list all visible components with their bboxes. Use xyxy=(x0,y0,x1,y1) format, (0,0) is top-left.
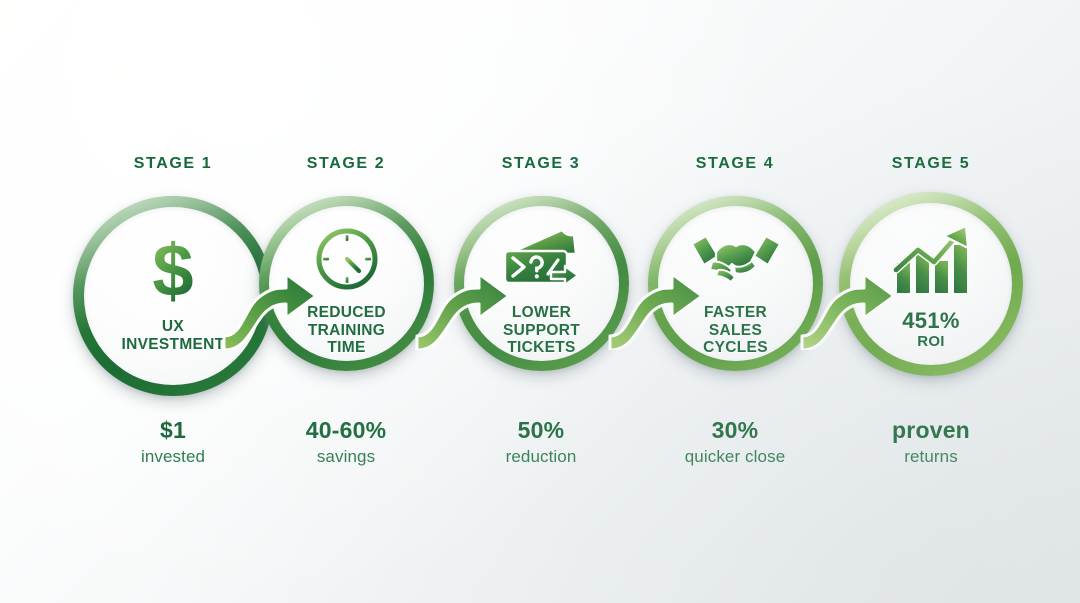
stage-4-text-line1: FASTER xyxy=(704,304,767,321)
stage-2-metric-caption: savings xyxy=(316,447,376,466)
stage-3-metric-value: 50% xyxy=(517,417,565,443)
stage-1-metric-value: $1 xyxy=(160,417,186,443)
arrow-4-to-5 xyxy=(800,240,910,355)
stage-4-metric-value: 30% xyxy=(711,417,759,443)
stage-4-circle-text: FASTER SALES CYCLES xyxy=(634,304,837,357)
stage-4-text-line2: SALES xyxy=(708,321,763,339)
stage-4-text-line3: CYCLES xyxy=(703,339,768,356)
support-ticket-icon xyxy=(454,224,629,294)
stage-5-text-line1: 451% xyxy=(902,308,960,333)
stage-2-circle-text: REDUCED TRAINING TIME xyxy=(245,304,448,357)
stage-2-label: STAGE 2 xyxy=(306,155,386,172)
stage-3-text-line3: TICKETS xyxy=(507,339,576,356)
dollar-sign-icon: $ xyxy=(73,232,273,310)
stage-5-label: STAGE 5 xyxy=(891,155,971,172)
stage-1-text-line1: UX xyxy=(161,318,185,335)
stage-2-text-line2: TRAINING xyxy=(307,321,386,339)
stage-1-label: STAGE 1 xyxy=(133,155,213,172)
stage-2-metric-value: 40-60% xyxy=(305,417,387,443)
stage-1-metric-caption: invested xyxy=(140,447,206,466)
stage-3-text-line2: SUPPORT xyxy=(502,321,581,339)
stage-3-circle-text: LOWER SUPPORT TICKETS xyxy=(440,304,643,357)
stage-3-text-line1: LOWER xyxy=(511,304,572,321)
arrow-3-to-4 xyxy=(608,240,718,355)
stage-1-circle-text: UX INVESTMENT xyxy=(59,318,287,353)
stage-1-metric: $1 invested xyxy=(62,417,284,467)
growth-chart-icon xyxy=(839,222,1023,300)
stage-5-circle-text: 451% ROI xyxy=(825,310,1037,351)
stage-4-label: STAGE 4 xyxy=(695,155,775,172)
stage-1-text-line2: INVESTMENT xyxy=(121,335,225,353)
clock-icon xyxy=(259,224,434,294)
svg-text:$: $ xyxy=(152,232,193,310)
stage-5-metric: proven returns xyxy=(838,417,1024,467)
stage-5-text-line2: ROI xyxy=(917,333,945,350)
stage-5-metric-value: proven xyxy=(892,417,970,443)
stage-3-metric: 50% reduction xyxy=(452,417,630,467)
stage-4-metric: 30% quicker close xyxy=(646,417,824,467)
stage-2-text-line1: REDUCED xyxy=(307,304,386,321)
stage-4-metric-caption: quicker close xyxy=(684,447,786,466)
arrow-2-to-3 xyxy=(415,240,525,355)
handshake-icon xyxy=(648,224,823,294)
stage-2-metric: 40-60% savings xyxy=(257,417,435,467)
stage-3-label: STAGE 3 xyxy=(501,155,581,172)
arrow-1-to-2 xyxy=(222,240,332,355)
stage-3-metric-caption: reduction xyxy=(505,447,577,466)
stage-5-metric-caption: returns xyxy=(904,447,958,466)
stage-2-text-line3: TIME xyxy=(327,339,366,356)
